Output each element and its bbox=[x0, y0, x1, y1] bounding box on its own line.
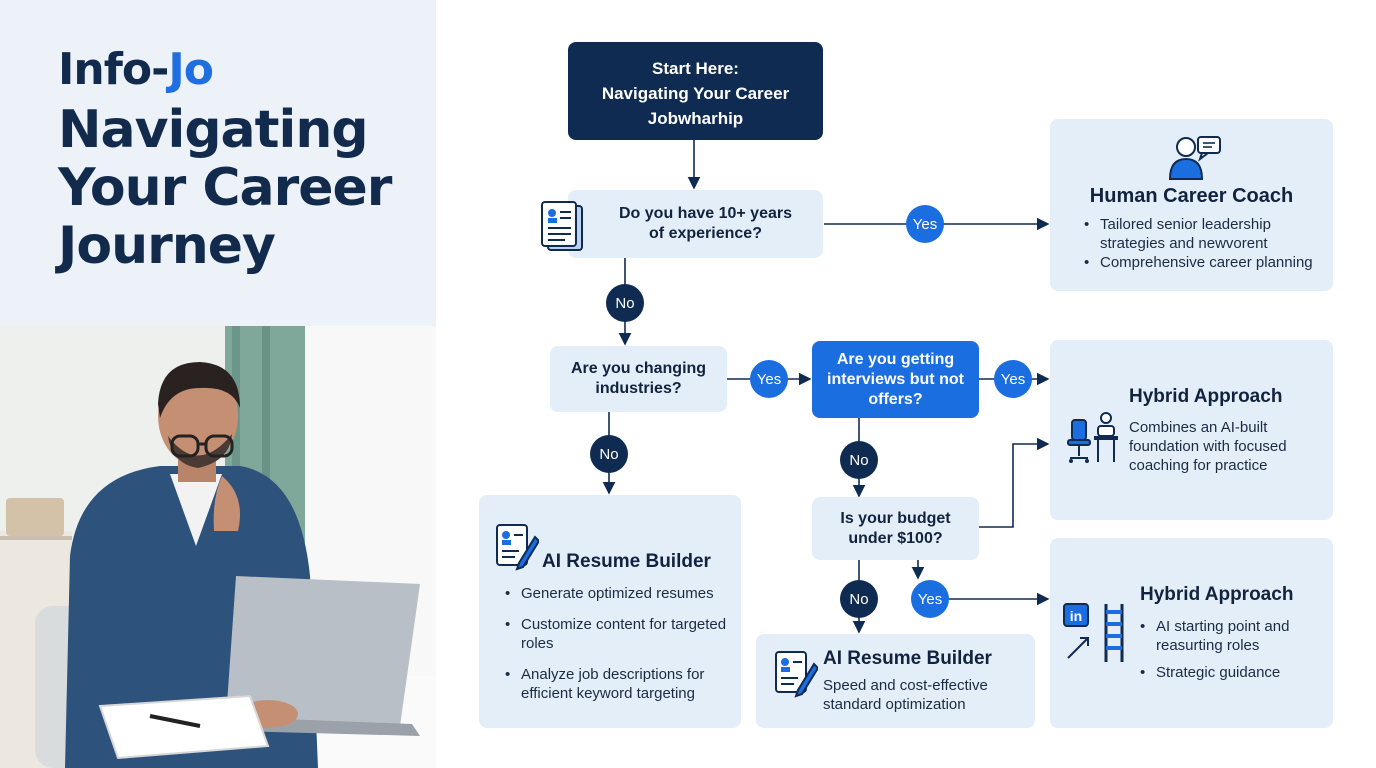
start-line-1: Start Here: bbox=[652, 59, 739, 78]
page-title-line-1: Navigating bbox=[58, 100, 369, 160]
q4-line-1: Is your budget bbox=[840, 510, 951, 527]
question-budget-text: Is your budget under $100? bbox=[812, 509, 979, 549]
card-resume-item-3: Analyze job descriptions for efficient k… bbox=[503, 665, 735, 703]
card-human-career-coach: Human Career Coach Tailored senior leade… bbox=[1050, 119, 1333, 291]
no-badge-interviews: No bbox=[840, 441, 878, 479]
yes-badge-industries: Yes bbox=[750, 360, 788, 398]
brand-prefix: Info- bbox=[58, 44, 169, 95]
card-hybrid-approach-1: Hybrid Approach Combines an AI-built fou… bbox=[1050, 340, 1333, 520]
start-line-3: Jobwharhip bbox=[647, 109, 744, 128]
question-experience-text: Do you have 10+ years of experience? bbox=[568, 204, 843, 244]
coach-chat-icon bbox=[1168, 136, 1221, 180]
desk-chair-icon bbox=[1067, 412, 1118, 463]
start-line-2: Navigating Your Career bbox=[601, 84, 790, 103]
question-interviews-no-offers: Are you getting interviews but not offer… bbox=[812, 341, 979, 418]
card-hybrid2-item-2: Strategic guidance bbox=[1138, 663, 1328, 682]
question-experience: Do you have 10+ years of experience? bbox=[568, 190, 823, 258]
card-resume-list: Generate optimized resumes Customize con… bbox=[503, 584, 735, 703]
card-resume-small-body: Speed and cost-effective standard optimi… bbox=[823, 677, 988, 713]
card-hybrid-approach-2: in Hybrid Approach AI starting point and… bbox=[1050, 538, 1333, 728]
left-panel: Info-Jo Navigating Your Career Journey bbox=[0, 0, 436, 768]
no-badge-experience: No bbox=[606, 284, 644, 322]
yes-badge-interviews: Yes bbox=[994, 360, 1032, 398]
no-badge-industries: No bbox=[590, 435, 628, 473]
q2-line-1: Are you changing bbox=[570, 360, 707, 377]
question-changing-industries-text: Are you changing industries? bbox=[550, 359, 727, 399]
brand-logo: Info-Jo bbox=[58, 44, 214, 95]
linkedin-ladder-icon: in bbox=[1063, 603, 1124, 662]
q3-line-2: interviews but not bbox=[827, 371, 964, 388]
q1-line-2: of experience? bbox=[649, 225, 762, 242]
card-coach-title: Human Career Coach bbox=[1089, 185, 1294, 207]
card-coach-item-2: Comprehensive career planning bbox=[1082, 253, 1328, 272]
linkedin-icon-text: in bbox=[1070, 608, 1082, 624]
card-coach-item-1: Tailored senior leadership strategies an… bbox=[1082, 215, 1328, 253]
q3-line-3: offers? bbox=[868, 391, 923, 408]
start-node: Start Here: Navigating Your Career Jobwh… bbox=[568, 42, 823, 140]
card-hybrid1-title: Hybrid Approach bbox=[1129, 386, 1283, 407]
card-resume-small-title: AI Resume Builder bbox=[823, 648, 992, 669]
arrow-q4-to-hybrid bbox=[979, 437, 1050, 528]
q4-line-2: under $100? bbox=[848, 530, 943, 547]
card-coach-list: Tailored senior leadership strategies an… bbox=[1082, 215, 1328, 272]
yes-badge-budget: Yes bbox=[911, 580, 949, 618]
page-title-line-2: Your Career bbox=[58, 158, 392, 218]
question-interviews-text: Are you getting interviews but not offer… bbox=[812, 350, 979, 410]
card-hybrid2-list: AI starting point and reasurting roles S… bbox=[1138, 617, 1328, 682]
question-budget: Is your budget under $100? bbox=[812, 497, 979, 560]
connector-arrows bbox=[602, 140, 1050, 634]
brand-suffix: Jo bbox=[168, 44, 214, 95]
card-resume-title: AI Resume Builder bbox=[542, 551, 711, 572]
resume-pencil-icon bbox=[496, 524, 539, 571]
start-node-text: Start Here: Navigating Your Career Jobwh… bbox=[568, 56, 823, 131]
q3-line-1: Are you getting bbox=[836, 351, 955, 368]
card-ai-resume-builder-small: AI Resume Builder Speed and cost-effecti… bbox=[756, 634, 1035, 728]
title-area: Info-Jo Navigating Your Career Journey bbox=[0, 0, 436, 326]
q1-line-1: Do you have 10+ years bbox=[619, 205, 792, 222]
card-hybrid2-title: Hybrid Approach bbox=[1140, 584, 1294, 605]
yes-badge-experience: Yes bbox=[906, 205, 944, 243]
person-at-laptop-illustration bbox=[0, 326, 436, 768]
card-resume-item-2: Customize content for targeted roles bbox=[503, 615, 735, 653]
card-hybrid1-body: Combines an AI-built foundation with foc… bbox=[1129, 419, 1287, 474]
resume-document-icon bbox=[541, 201, 583, 251]
q2-line-2: industries? bbox=[595, 380, 682, 397]
card-hybrid2-item-1: AI starting point and reasurting roles bbox=[1138, 617, 1328, 655]
illustration-svg bbox=[0, 326, 436, 768]
no-badge-budget: No bbox=[840, 580, 878, 618]
career-flowchart: Start Here: Navigating Your Career Jobwh… bbox=[436, 0, 1376, 768]
question-changing-industries: Are you changing industries? bbox=[550, 346, 727, 412]
resume-pencil-icon-small bbox=[775, 651, 818, 698]
card-resume-item-1: Generate optimized resumes bbox=[503, 584, 735, 603]
card-ai-resume-builder: AI Resume Builder Generate optimized res… bbox=[479, 495, 741, 728]
page-title-line-3: Journey bbox=[58, 216, 276, 276]
